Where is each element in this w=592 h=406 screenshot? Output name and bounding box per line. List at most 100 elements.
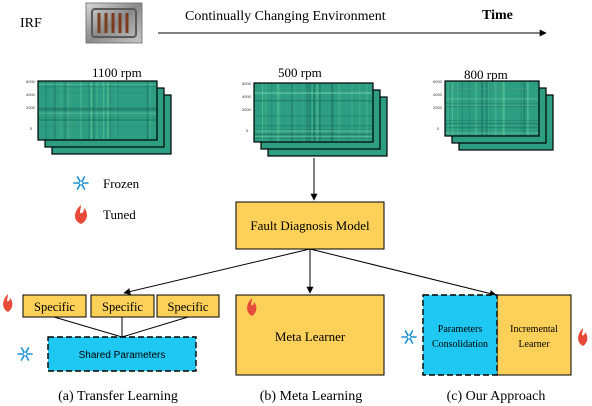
legend-frozen-label: Frozen — [103, 176, 140, 191]
spectrogram-streak — [447, 82, 449, 135]
snowflake-icon — [401, 330, 417, 344]
svg-text:0: 0 — [246, 128, 249, 133]
shared-parameters-box — [47, 336, 197, 372]
svg-text:6000: 6000 — [433, 79, 443, 84]
spectrogram-streak — [331, 84, 333, 141]
snowflake-icon — [17, 347, 33, 361]
arrow-to-transfer-learning — [123, 248, 311, 295]
spectrogram-streak — [366, 84, 368, 141]
spectrogram-streak — [102, 82, 104, 139]
spectrogram-streak — [487, 82, 490, 135]
spectrogram-streak — [302, 84, 304, 141]
spectrogram-streak — [149, 82, 151, 139]
bearing-image — [85, 2, 143, 44]
spectrogram-streak — [67, 82, 70, 139]
spectrogram-streak — [452, 82, 454, 135]
spectrogram-band — [255, 135, 372, 137]
spectrogram-streak — [468, 82, 471, 135]
legend-tuned-label: Tuned — [103, 207, 136, 222]
fault-diagnosis-model-label: Fault Diagnosis Model — [250, 218, 370, 233]
spectrogram-streak — [331, 84, 333, 141]
spectrogram-streak — [261, 84, 264, 141]
spectrogram-streak — [70, 82, 72, 139]
spectrogram-band — [39, 117, 156, 118]
spectrogram-streak — [488, 82, 490, 135]
flame-icon — [74, 205, 88, 224]
spectrogram-band — [446, 103, 538, 105]
svg-text:6000: 6000 — [242, 81, 252, 86]
spectrogram-texture — [255, 84, 372, 141]
spectrogram-streak — [332, 84, 334, 141]
meta-learner-label: Meta Learner — [275, 329, 346, 344]
time-label: Time — [482, 8, 513, 23]
spectrogram-streak — [55, 82, 57, 139]
incremental-learner-line1: Incremental — [510, 324, 558, 335]
spectrogram-band — [446, 127, 538, 129]
spectrogram-band — [39, 84, 156, 85]
spectrogram-band — [446, 120, 538, 121]
spectrogram-streak — [317, 84, 319, 141]
spectrogram-streak — [520, 82, 522, 135]
spectrogram-streak — [481, 82, 484, 135]
spectrogram-label-1: 1100 rpm — [92, 65, 142, 80]
svg-text:4000: 4000 — [433, 92, 443, 97]
arrow-to-our-approach — [309, 248, 497, 297]
spectrogram-streak — [448, 82, 450, 135]
spectrogram-band — [255, 137, 372, 140]
spectrogram-streak — [103, 82, 105, 139]
shared-parameters-label: Shared Parameters — [79, 350, 166, 361]
caption-meta-learning: (b) Meta Learning — [260, 389, 363, 404]
spectrogram-streak — [146, 82, 149, 139]
specific-label-2: Specific — [102, 300, 143, 314]
spectrogram-streak — [502, 82, 504, 135]
spectrogram-streak — [351, 84, 353, 141]
environment-title: Continually Changing Environment — [185, 9, 386, 24]
irf-label: IRF — [20, 16, 42, 31]
spectrogram-streak — [96, 82, 98, 139]
spectrogram-band — [255, 100, 372, 102]
spectrogram-streak — [338, 84, 341, 141]
specific-label-3: Specific — [168, 300, 209, 314]
spectrogram-streak — [70, 82, 73, 139]
spectrogram-band — [39, 107, 156, 110]
spectrogram-band — [446, 105, 538, 107]
spectrogram-label-2: 500 rpm — [278, 65, 322, 80]
spectrogram-streak — [59, 82, 62, 139]
spectrogram-texture — [446, 82, 538, 135]
spectrogram-streak — [318, 84, 321, 141]
spectrogram-streak — [448, 82, 450, 135]
spectrogram-band — [39, 126, 156, 128]
spectrogram-streak — [485, 82, 488, 135]
spectrogram-streak — [90, 82, 93, 139]
spectrogram-streak — [503, 82, 505, 135]
spectrogram-band — [39, 119, 156, 121]
spectrogram-streak — [64, 82, 66, 139]
spectrogram-band — [39, 92, 156, 93]
caption-transfer-learning: (a) Transfer Learning — [58, 389, 178, 404]
specific-label-1: Specific — [34, 300, 75, 314]
spectrogram-streak — [88, 82, 90, 139]
spectrogram-streak — [60, 82, 61, 139]
specific-connectors — [53, 316, 189, 338]
spectrogram-streak — [308, 84, 311, 141]
spectrogram-streak — [279, 84, 281, 141]
snowflake-icon — [73, 176, 89, 190]
spectrogram-band — [39, 109, 156, 111]
spectrogram-streak — [457, 82, 459, 135]
spectrogram-streak — [454, 82, 456, 135]
spectrogram-band — [39, 112, 156, 114]
svg-text:0: 0 — [437, 126, 440, 131]
spectrogram-streak — [270, 84, 273, 141]
parameters-consolidation-line2: Consolidation — [432, 339, 488, 350]
spectrogram-streak — [494, 82, 497, 135]
spectrogram-band — [255, 125, 372, 127]
spectrogram-streak — [311, 84, 313, 141]
spectrogram-streak — [53, 82, 56, 139]
spectrogram-streak — [291, 84, 294, 141]
svg-text:0: 0 — [30, 126, 33, 131]
spectrogram-streak — [488, 82, 490, 135]
spectrogram-band — [255, 92, 372, 94]
spectrogram-streak — [462, 82, 463, 135]
spectrogram-streak — [294, 84, 295, 141]
